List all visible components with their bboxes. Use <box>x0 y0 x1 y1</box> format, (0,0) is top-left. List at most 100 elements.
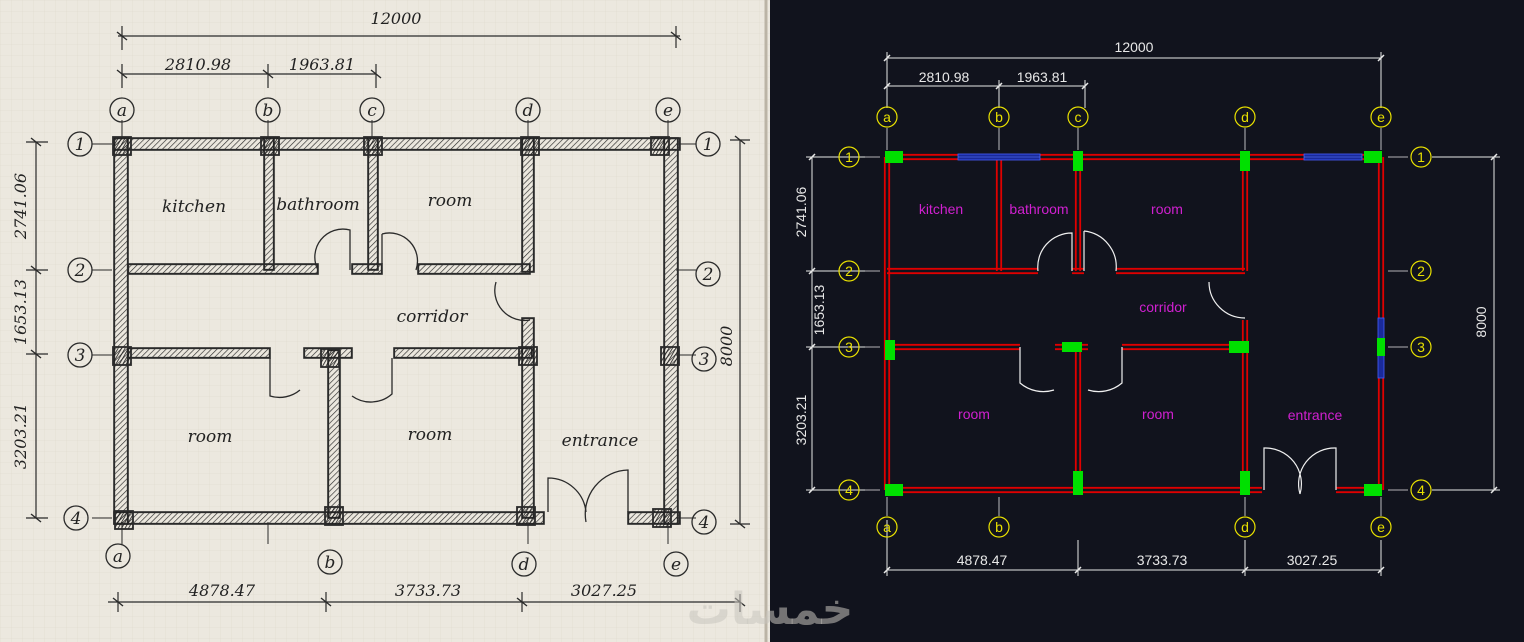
sketch-dim-left-1: 2741.06 <box>11 173 30 240</box>
sketch-dim-bottom-2: 3733.73 <box>395 581 461 600</box>
sketch-dim-top-2: 1963.81 <box>289 55 355 74</box>
svg-text:3: 3 <box>845 339 853 355</box>
sketch-axis-a-bottom: a <box>105 543 131 569</box>
sketch-axis-1-left: 1 <box>67 131 93 157</box>
cad-window-top-right <box>1303 153 1363 161</box>
cad-dim-bottom-3: 3027.25 <box>1287 552 1338 568</box>
svg-text:e: e <box>1377 109 1385 125</box>
cad-column <box>1364 151 1382 163</box>
svg-text:2: 2 <box>845 263 853 279</box>
svg-text:1: 1 <box>703 135 714 155</box>
sketch-axis-c-top: c <box>359 97 385 123</box>
cad-dim-left-2: 1653.13 <box>811 284 827 335</box>
sketch-column <box>516 506 536 526</box>
cad-axis-e-top: e <box>1370 106 1392 128</box>
cad-axis-2-right: 2 <box>1410 260 1432 282</box>
svg-text:b: b <box>995 519 1003 535</box>
sketch-dim-bottom-3: 3027.25 <box>571 581 637 600</box>
sketch-axis-3-left: 3 <box>67 342 93 368</box>
sketch-dim-bottom-1: 4878.47 <box>188 581 256 600</box>
cad-axis-1-left: 1 <box>838 146 860 168</box>
cad-dim-overall-height: 8000 <box>1473 306 1489 337</box>
sketch-wall-axis2-mid <box>351 263 383 275</box>
cad-axis-3-right: 3 <box>1410 336 1432 358</box>
svg-text:e: e <box>1377 519 1385 535</box>
door-room-mid <box>351 358 393 403</box>
cad-wall-left <box>883 157 891 490</box>
sketch-column <box>324 506 344 526</box>
sketch-axis-4-left: 4 <box>63 505 89 531</box>
cad-dim-top-2: 1963.81 <box>1017 69 1068 85</box>
sketch-axis-d-bottom: d <box>511 551 537 577</box>
cad-axis-3-left: 3 <box>838 336 860 358</box>
sketch-axis-e-bottom: e <box>663 551 689 577</box>
cad-axis-4-left: 4 <box>838 479 860 501</box>
svg-text:e: e <box>663 101 673 121</box>
svg-text:2: 2 <box>702 265 714 285</box>
sketch-dim-left-3: 3203.21 <box>11 403 30 469</box>
sketch-label-corridor: corridor <box>397 307 469 327</box>
cad-wall-room-d <box>1241 157 1249 271</box>
cad-column <box>885 484 903 496</box>
sketch-axis-b-top: b <box>255 97 281 123</box>
sketch-column <box>320 348 340 368</box>
cad-walls <box>883 151 1385 496</box>
svg-text:1: 1 <box>1417 149 1425 165</box>
svg-text:2: 2 <box>1417 263 1425 279</box>
sketch-column <box>650 136 670 156</box>
sketch-label-room-top: room <box>428 191 473 211</box>
sketch-axis-3-right: 3 <box>691 346 717 372</box>
sketch-column <box>660 346 680 366</box>
sketch-column <box>260 136 280 156</box>
svg-text:4: 4 <box>70 509 82 529</box>
sketch-dimensions <box>26 26 750 612</box>
cad-wall-axis3-left <box>887 343 1020 351</box>
sketch-axis-b-bottom: b <box>317 549 343 575</box>
cad-axis-a-top: a <box>876 106 898 128</box>
svg-text:4: 4 <box>1417 482 1425 498</box>
svg-text:d: d <box>1241 519 1249 535</box>
sketch-dim-left-2: 1653.13 <box>11 279 30 345</box>
sketch-label-entrance: entrance <box>562 431 639 451</box>
sketch-column <box>363 136 383 156</box>
cad-door-room-mid <box>1087 347 1123 393</box>
svg-text:3: 3 <box>699 350 710 370</box>
cad-axis-4-right: 4 <box>1410 479 1432 501</box>
cad-axis-b-top: b <box>988 106 1010 128</box>
sketch-dim-overall-height: 8000 <box>717 326 736 367</box>
cad-dim-top-1: 2810.98 <box>919 69 970 85</box>
svg-text:b: b <box>995 109 1003 125</box>
cad-wall-axis2-mid <box>1072 267 1084 275</box>
cad-dim-left-1: 2741.06 <box>793 186 809 237</box>
cad-label-kitchen: kitchen <box>919 201 963 217</box>
sketch-dim-top-1: 2810.98 <box>164 55 231 74</box>
sketch-column <box>518 346 538 366</box>
cad-label-corridor: corridor <box>1139 299 1187 315</box>
cad-axis-c-top: c <box>1067 106 1089 128</box>
sketch-dim-overall-width: 12000 <box>371 9 422 28</box>
door-bathroom <box>314 228 351 271</box>
cad-door-room-top <box>1083 230 1117 272</box>
sketch-column <box>114 510 134 530</box>
svg-text:1: 1 <box>75 135 86 155</box>
sketch-column <box>520 136 540 156</box>
cad-label-bathroom: bathroom <box>1009 201 1068 217</box>
door-entrance-left <box>547 477 587 513</box>
svg-text:2: 2 <box>74 261 86 281</box>
cad-column <box>1073 471 1083 495</box>
watermark-logo: خمسات <box>687 584 854 635</box>
cad-door-entrance-left <box>1263 447 1303 495</box>
sketch-label-kitchen: kitchen <box>162 197 226 217</box>
svg-text:c: c <box>367 101 377 121</box>
svg-text:4: 4 <box>845 482 853 498</box>
cad-axis-2-left: 2 <box>838 260 860 282</box>
svg-text:c: c <box>1075 109 1082 125</box>
sketch-walls <box>112 136 681 530</box>
cad-wall-bath-room <box>1074 157 1082 271</box>
cad-dim-bottom-2: 3733.73 <box>1137 552 1188 568</box>
sketch-axis-4-right: 4 <box>691 509 717 535</box>
cad-axis-a-bottom: a <box>876 516 898 538</box>
cad-wall-axis3-right <box>1122 343 1245 351</box>
cad-wall-kitchen-bath <box>995 157 1003 271</box>
